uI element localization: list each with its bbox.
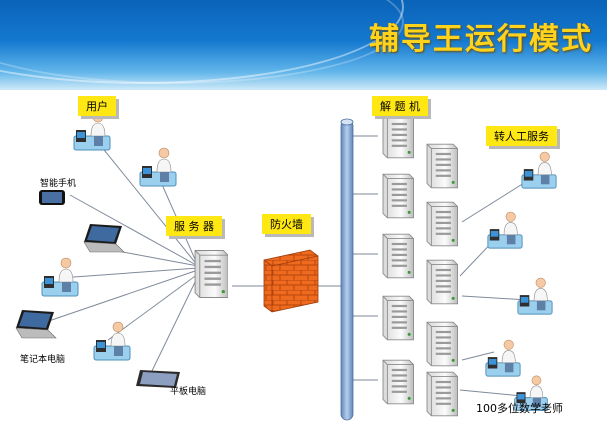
notebook-icon	[15, 309, 57, 339]
slide-title: 辅导王运行模式	[369, 22, 593, 57]
solver-server-icon	[426, 321, 458, 367]
user-workstation	[139, 147, 177, 187]
solver-server-icon	[426, 371, 458, 417]
server-icon	[194, 249, 228, 299]
slide-header: 辅导王运行模式	[0, 0, 607, 90]
network-bus	[340, 118, 354, 421]
laptop-icon	[83, 223, 125, 253]
smartphone-icon	[39, 190, 65, 205]
teacher-workstation	[517, 277, 553, 315]
teacher-workstation	[487, 211, 523, 249]
header-swirl	[0, 0, 404, 84]
caption-smartphone: 智能手机	[40, 179, 77, 189]
diagram-canvas: 用户 服 务 器 防火墙 解 题 机 转人工服务 智能手机 笔记本电脑 平板电脑…	[0, 90, 607, 421]
label-solver: 解 题 机	[372, 96, 428, 116]
solver-server-icon	[382, 359, 414, 405]
label-firewall: 防火墙	[262, 214, 311, 234]
caption-notebook: 笔记本电脑	[20, 355, 66, 365]
solver-server-icon	[382, 113, 414, 159]
solver-server-icon	[382, 295, 414, 341]
solver-server-icon	[382, 233, 414, 279]
caption-teachers: 100多位数学老师	[476, 402, 563, 415]
caption-tablet: 平板电脑	[170, 387, 207, 397]
label-server: 服 务 器	[166, 216, 222, 236]
teacher-workstation	[485, 339, 521, 377]
firewall-icon	[263, 249, 319, 313]
label-manual-service: 转人工服务	[486, 126, 557, 146]
user-workstation	[41, 257, 79, 297]
solver-server-icon	[426, 259, 458, 305]
label-users: 用户	[78, 96, 116, 116]
solver-server-icon	[426, 201, 458, 247]
network-diagram	[15, 111, 557, 421]
user-workstation	[73, 111, 111, 151]
solver-server-icon	[382, 173, 414, 219]
teacher-workstation	[521, 151, 557, 189]
solver-server-icon	[426, 143, 458, 189]
